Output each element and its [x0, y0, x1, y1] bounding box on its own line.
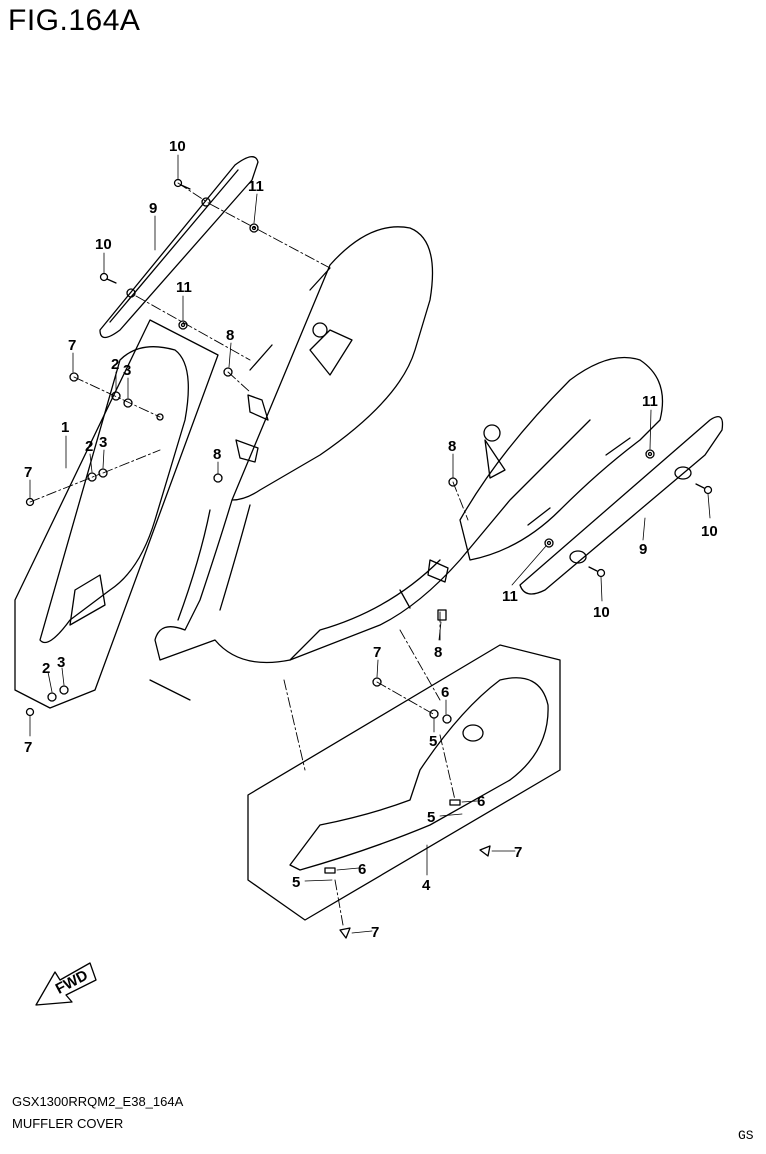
callout-3: 3 [99, 434, 107, 451]
callout-8: 8 [434, 644, 442, 661]
diagram-name: MUFFLER COVER [12, 1116, 124, 1131]
callout-7: 7 [68, 337, 76, 354]
figure-title: FIG.164A [8, 4, 141, 37]
fwd-label: FWD [53, 967, 91, 998]
callout-9: 9 [639, 541, 647, 558]
callout-6: 6 [358, 861, 366, 878]
callout-11: 11 [248, 178, 264, 195]
callout-3: 3 [57, 654, 65, 671]
callout-8: 8 [226, 327, 234, 344]
callout-7: 7 [373, 644, 381, 661]
left-alignment-lines [29, 371, 469, 521]
upper-screws [99, 178, 259, 330]
left-washers [25, 367, 458, 717]
upper-heat-shield-9 [99, 156, 259, 339]
clip-8-parts [235, 394, 449, 621]
callout-10: 10 [169, 138, 186, 155]
model-code: GSX1300RRQM2_E38_164A [12, 1094, 184, 1109]
callout-7: 7 [24, 739, 32, 756]
lower-screws [544, 449, 713, 578]
leader-lines [29, 154, 711, 934]
callout-9: 9 [149, 200, 157, 217]
callout-labels: 10 11 9 10 11 7 8 2 3 1 2 3 7 8 8 11 10 … [24, 138, 718, 941]
callout-11: 11 [502, 588, 518, 605]
fwd-arrow-icon: FWD [35, 962, 97, 1006]
left-cover-1 [14, 319, 219, 709]
lower-grommets [324, 677, 491, 939]
callout-8: 8 [213, 446, 221, 463]
exhaust-pipe [149, 419, 591, 701]
callout-5: 5 [427, 809, 435, 826]
lower-heat-shield-9 [519, 416, 724, 595]
callout-8: 8 [448, 438, 456, 455]
callout-7: 7 [371, 924, 379, 941]
lower-cover-4 [247, 644, 561, 921]
callout-6: 6 [477, 793, 485, 810]
callout-7: 7 [24, 464, 32, 481]
lower-muffler-body [459, 356, 664, 561]
callout-6: 6 [441, 684, 449, 701]
lower-alignment-lines [283, 611, 456, 926]
callout-7: 7 [514, 844, 522, 861]
upper-alignment-lines [135, 182, 331, 361]
callout-1: 1 [61, 419, 69, 436]
callout-5: 5 [429, 733, 437, 750]
callout-2: 2 [111, 356, 119, 373]
region-code: GS [738, 1128, 754, 1143]
callout-5: 5 [292, 874, 300, 891]
callout-11: 11 [642, 393, 658, 410]
callout-3: 3 [123, 362, 131, 379]
callout-4: 4 [422, 877, 431, 894]
callout-2: 2 [85, 438, 93, 455]
callout-10: 10 [95, 236, 112, 253]
callout-10: 10 [701, 523, 718, 540]
callout-2: 2 [42, 660, 50, 677]
callout-11: 11 [176, 279, 192, 296]
callout-10: 10 [593, 604, 610, 621]
upper-muffler-body [231, 226, 434, 501]
